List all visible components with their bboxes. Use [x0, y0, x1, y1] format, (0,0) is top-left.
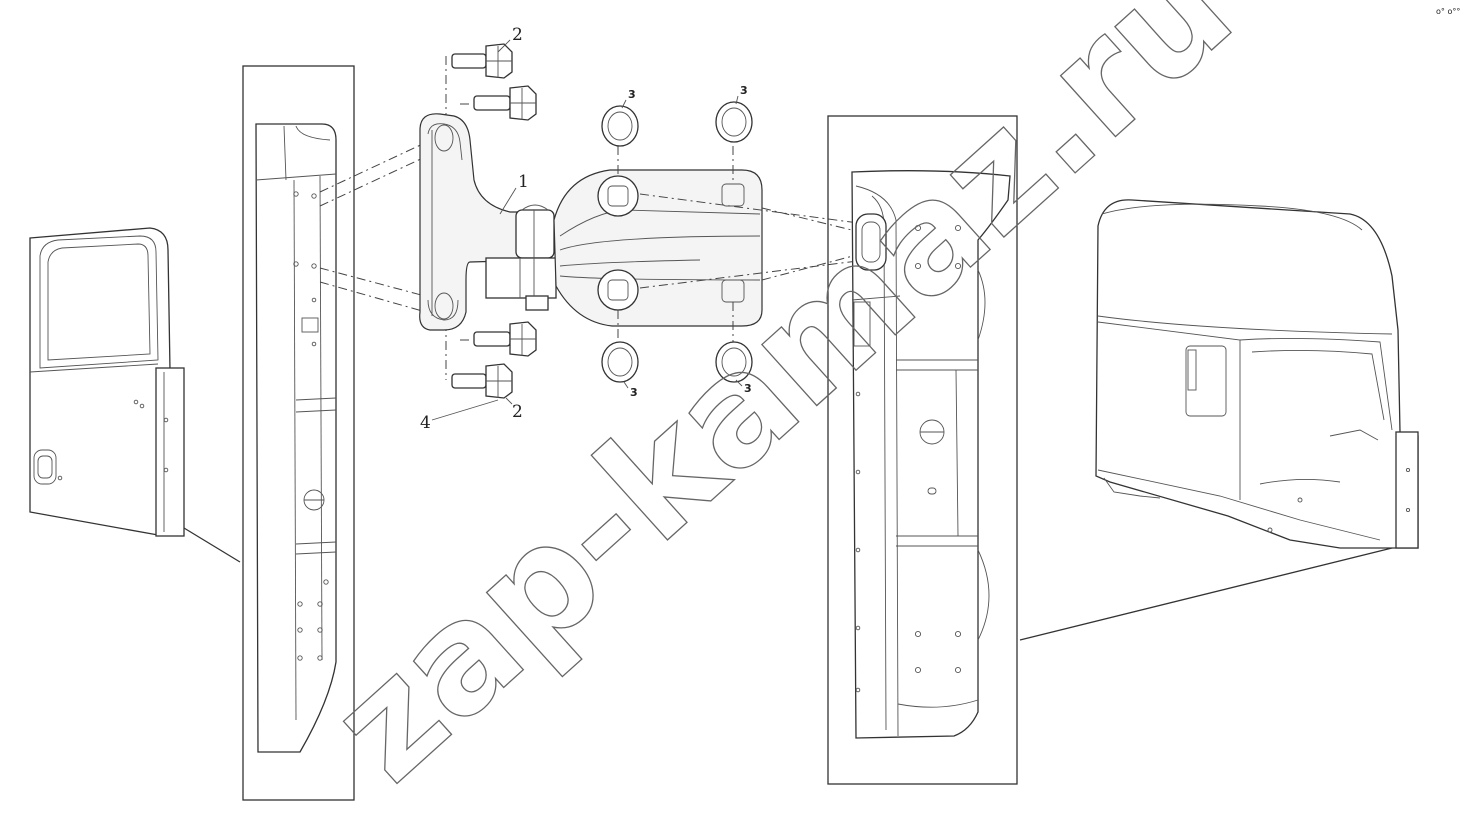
bolt-upper-2	[473, 85, 537, 121]
cab-pillar-detail	[827, 115, 1018, 785]
door-edge-detail	[242, 65, 355, 801]
leader-door-to-detail	[183, 527, 241, 563]
door-overview	[29, 227, 185, 537]
bushing-bottom-right	[715, 341, 753, 383]
callout-bolt-bottom: 2	[512, 402, 523, 422]
callout-washer: 4	[420, 413, 431, 433]
callout-bushing-top-right: 3	[740, 84, 748, 97]
leader-cab-to-detail	[1019, 547, 1393, 641]
alignment-lines-right	[639, 193, 869, 289]
cab-overview	[1095, 199, 1419, 549]
bushing-top-right	[715, 101, 753, 143]
bolt-lower-2	[451, 363, 513, 399]
callout-leaders	[431, 39, 743, 421]
callout-bushing-bottom-left: 3	[630, 386, 638, 399]
callout-bushing-bottom-right: 3	[744, 382, 752, 395]
callout-bolt-top: 2	[512, 25, 523, 45]
bushing-bottom-left	[601, 341, 639, 383]
bolt-lower-1	[473, 321, 537, 357]
bolt-upper-1	[451, 43, 513, 79]
door-hinge	[419, 113, 763, 342]
callout-bushing-top-left: 3	[628, 88, 636, 101]
callout-hinge: 1	[518, 172, 529, 192]
corner-mark: o° o°°	[1436, 7, 1460, 16]
bushing-top-left	[601, 105, 639, 147]
